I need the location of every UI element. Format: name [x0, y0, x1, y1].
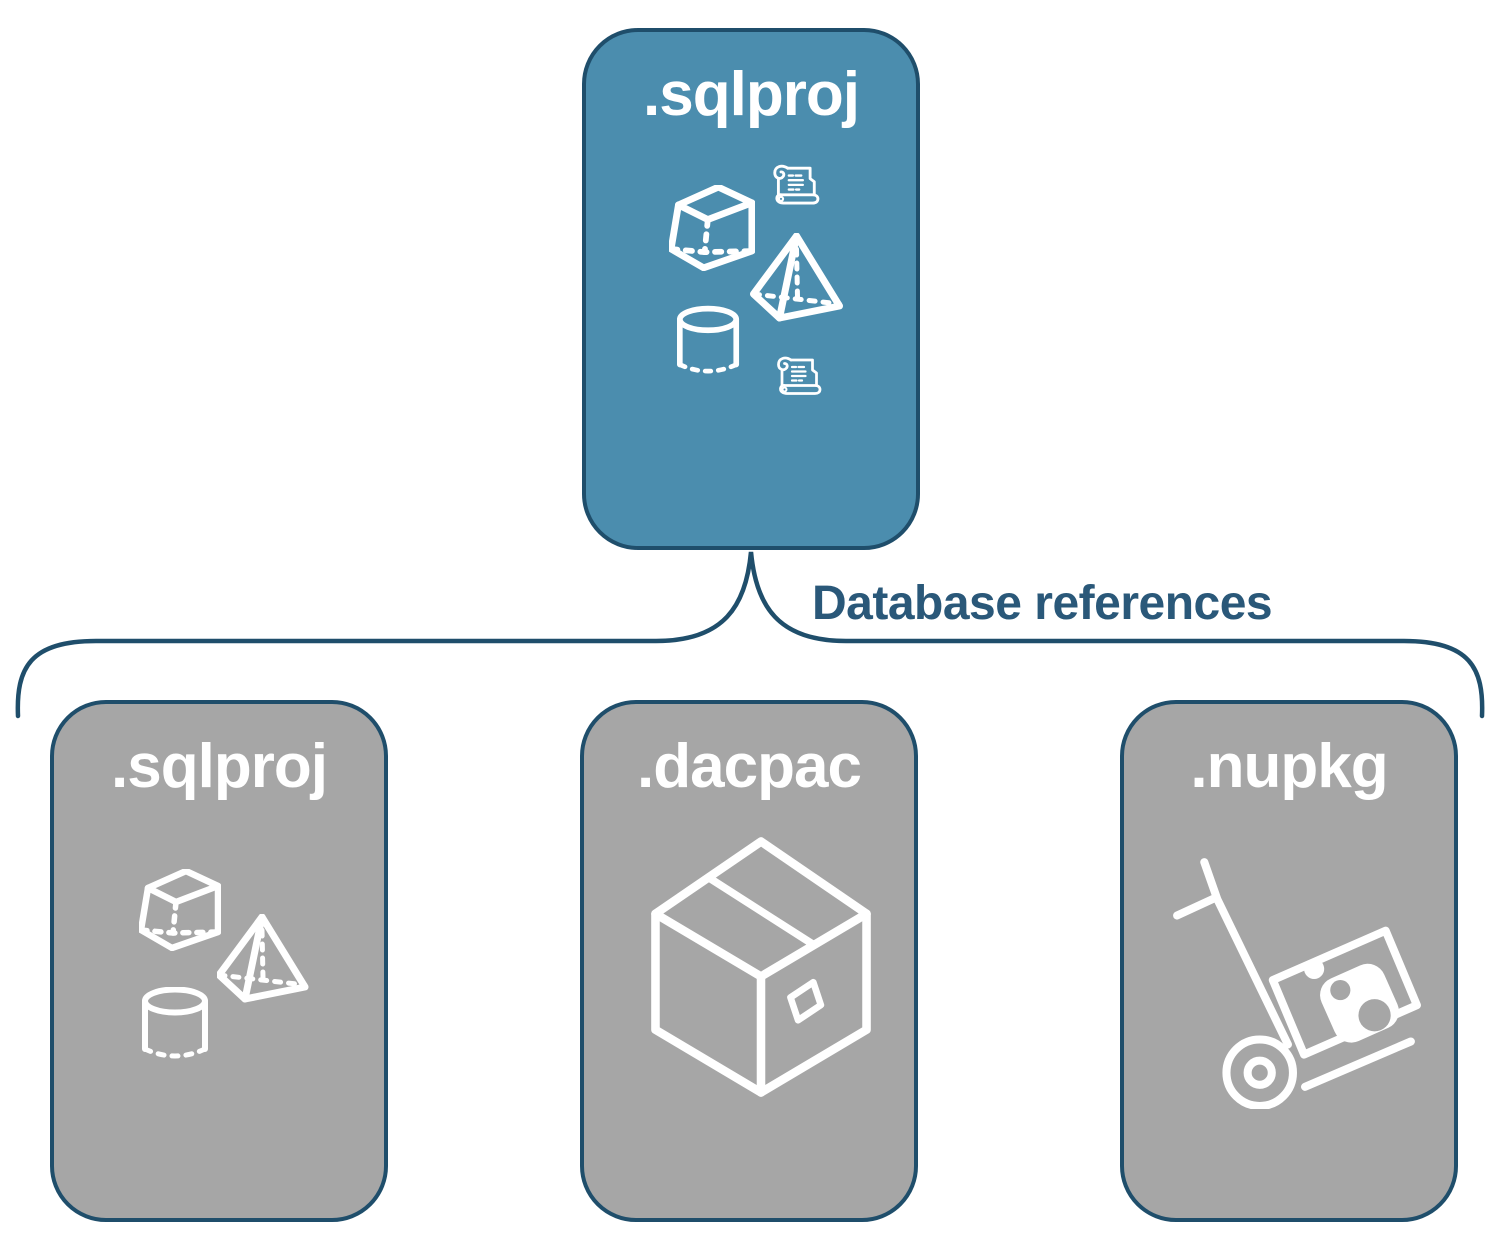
node-title: .sqlproj	[643, 60, 860, 129]
scroll-icon	[768, 162, 820, 214]
nuget-logo-icon	[1304, 958, 1399, 1043]
node-child-sqlproj: .sqlproj	[50, 700, 388, 1222]
node-child-dacpac: .dacpac	[580, 700, 918, 1222]
pyramid-icon	[217, 914, 309, 1006]
node-title: .sqlproj	[111, 732, 328, 801]
connector-label: Database references	[812, 577, 1273, 630]
pyramid-icon	[749, 233, 846, 325]
scroll-icon	[772, 354, 822, 404]
package-box-icon	[640, 832, 882, 1102]
cube-icon	[139, 869, 221, 951]
cylinder-icon	[677, 304, 740, 380]
node-child-nupkg: .nupkg	[1120, 700, 1458, 1222]
cube-icon	[669, 185, 755, 271]
node-title: .dacpac	[637, 732, 862, 801]
node-root-sqlproj: .sqlproj	[582, 28, 920, 550]
node-title: .nupkg	[1190, 732, 1388, 801]
hand-truck-icon	[1167, 847, 1429, 1109]
cylinder-icon	[142, 987, 209, 1063]
